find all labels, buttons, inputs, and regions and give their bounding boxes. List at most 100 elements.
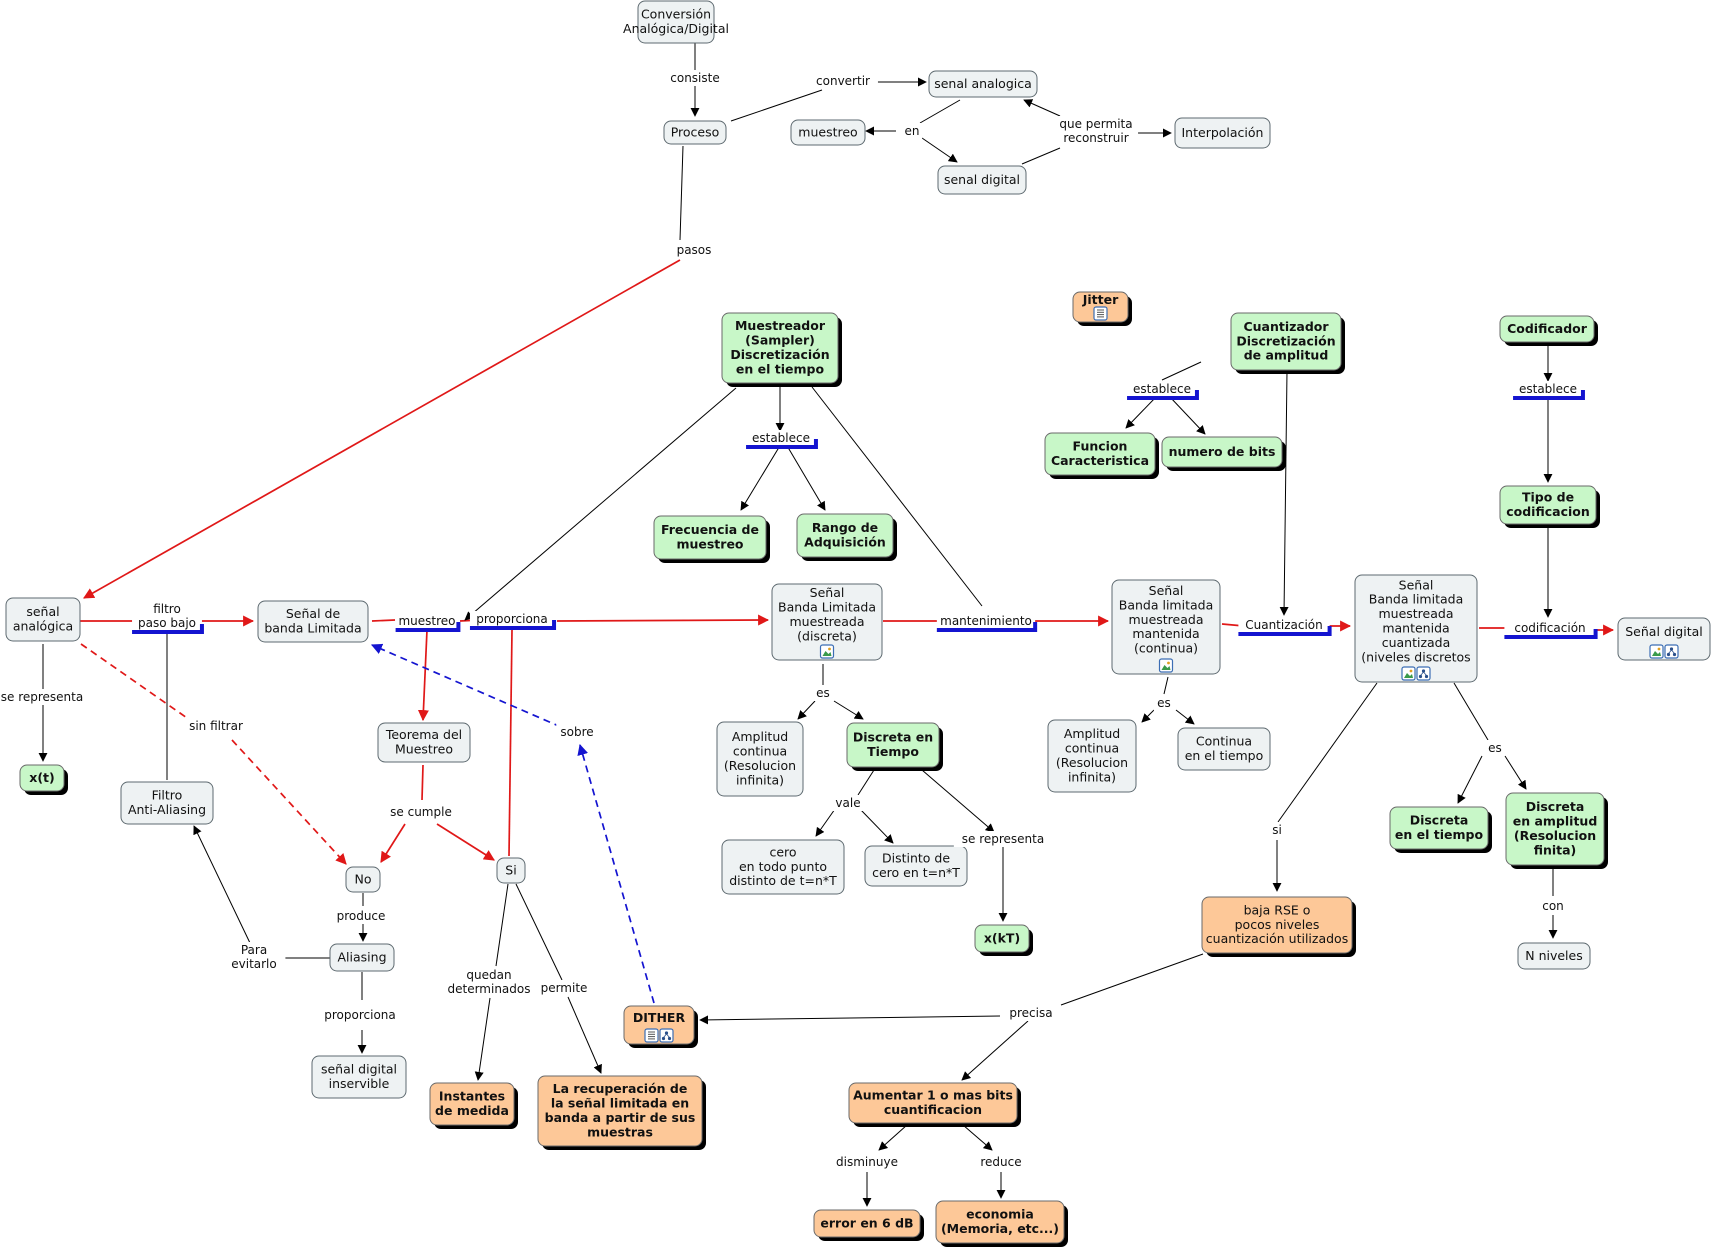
- doc-icon[interactable]: [1093, 306, 1108, 321]
- image-icon[interactable]: [1158, 658, 1174, 673]
- node-text: continua: [1065, 741, 1119, 756]
- linking-phrase-text: Para: [241, 943, 267, 957]
- image-icon[interactable]: [819, 644, 835, 659]
- concept-node-interpolacion[interactable]: Interpolación: [1174, 117, 1271, 149]
- node-box: [637, 0, 715, 44]
- label-backdrop: [386, 804, 456, 820]
- connector-line: [859, 808, 894, 844]
- doc-icon[interactable]: [644, 1028, 659, 1043]
- connector-line: [1175, 709, 1195, 725]
- connector-line: [371, 619, 396, 622]
- concept-node-muestreo-top[interactable]: muestreo: [790, 119, 866, 146]
- node-text: Señal: [1149, 583, 1184, 598]
- linking-phrase-text: en: [905, 124, 920, 138]
- node-text: N niveles: [1525, 948, 1582, 963]
- connector-line: [1060, 953, 1204, 1006]
- label-backdrop: [443, 967, 535, 997]
- node-box: [1230, 312, 1342, 371]
- node-text: Distinto de: [882, 851, 950, 866]
- connector-line: [785, 443, 826, 511]
- node-box: [537, 1075, 703, 1147]
- concept-node-jitter[interactable]: Jitter: [1072, 291, 1132, 326]
- node-text: Adquisición: [804, 535, 886, 550]
- connector-line: [515, 883, 563, 981]
- map-icon[interactable]: [1416, 666, 1431, 681]
- label-backdrop: [901, 123, 923, 139]
- concept-node-xkt[interactable]: x(kT): [974, 924, 1033, 956]
- concept-node-codificador[interactable]: Codificador: [1499, 315, 1598, 346]
- linking-phrase-proporciona2: proporciona: [317, 1007, 403, 1023]
- concept-node-error6[interactable]: error en 6 dB: [813, 1209, 924, 1241]
- image-icon[interactable]: [1401, 666, 1416, 681]
- concept-node-nbits[interactable]: numero de bits: [1161, 436, 1286, 471]
- map-icon[interactable]: [659, 1028, 674, 1043]
- label-backdrop: [1539, 898, 1567, 914]
- map-icon[interactable]: [1664, 644, 1679, 659]
- connector-line: [421, 764, 424, 801]
- concept-node-proceso[interactable]: Proceso: [663, 120, 727, 145]
- concept-node-senal-digital[interactable]: Señal digital: [1617, 617, 1711, 661]
- linking-phrase-text: proporciona: [476, 612, 548, 626]
- linking-phrase-precisa: precisa: [1003, 1005, 1059, 1021]
- connector-line: [464, 387, 737, 621]
- image-icon[interactable]: [1649, 644, 1664, 659]
- node-text: analógica: [13, 619, 73, 634]
- node-box: [796, 513, 894, 558]
- linking-phrase-text: establece: [752, 431, 810, 445]
- linking-phrase-reduce: reduce: [976, 1154, 1026, 1170]
- concept-node-economia[interactable]: economia(Memoria, etc...): [935, 1200, 1068, 1247]
- connector-line: [679, 145, 684, 241]
- concept-node-senal-analogica-top[interactable]: senal analogica: [928, 70, 1038, 98]
- concept-node-dither[interactable]: DITHER: [623, 1005, 698, 1048]
- node-box: [653, 515, 767, 560]
- connector-line: [370, 643, 562, 728]
- node-box: [496, 857, 526, 884]
- linking-phrase-text: quedan: [466, 968, 511, 982]
- concept-node-xt[interactable]: x(t): [19, 764, 68, 795]
- linking-phrase-text: sin filtrar: [189, 719, 243, 733]
- node-text: finita): [1534, 842, 1577, 857]
- linking-phrase-text: filtro: [153, 602, 181, 616]
- node-box: [937, 165, 1027, 195]
- concept-node-aliasing[interactable]: Aliasing: [329, 943, 395, 972]
- node-box: [864, 845, 968, 887]
- concept-node-senal-digital-top[interactable]: senal digital: [937, 165, 1027, 195]
- connector-line: [1279, 370, 1289, 616]
- concept-node-no[interactable]: No: [345, 866, 381, 893]
- label-backdrop: [556, 724, 598, 740]
- connector-line: [961, 1020, 1029, 1081]
- label-backdrop: [808, 73, 878, 89]
- linking-phrase-text: se representa: [962, 832, 1044, 846]
- connector-line: [1504, 755, 1527, 790]
- concept-node-si[interactable]: Si: [496, 857, 526, 884]
- concept-node-n-niveles[interactable]: N niveles: [1517, 942, 1591, 970]
